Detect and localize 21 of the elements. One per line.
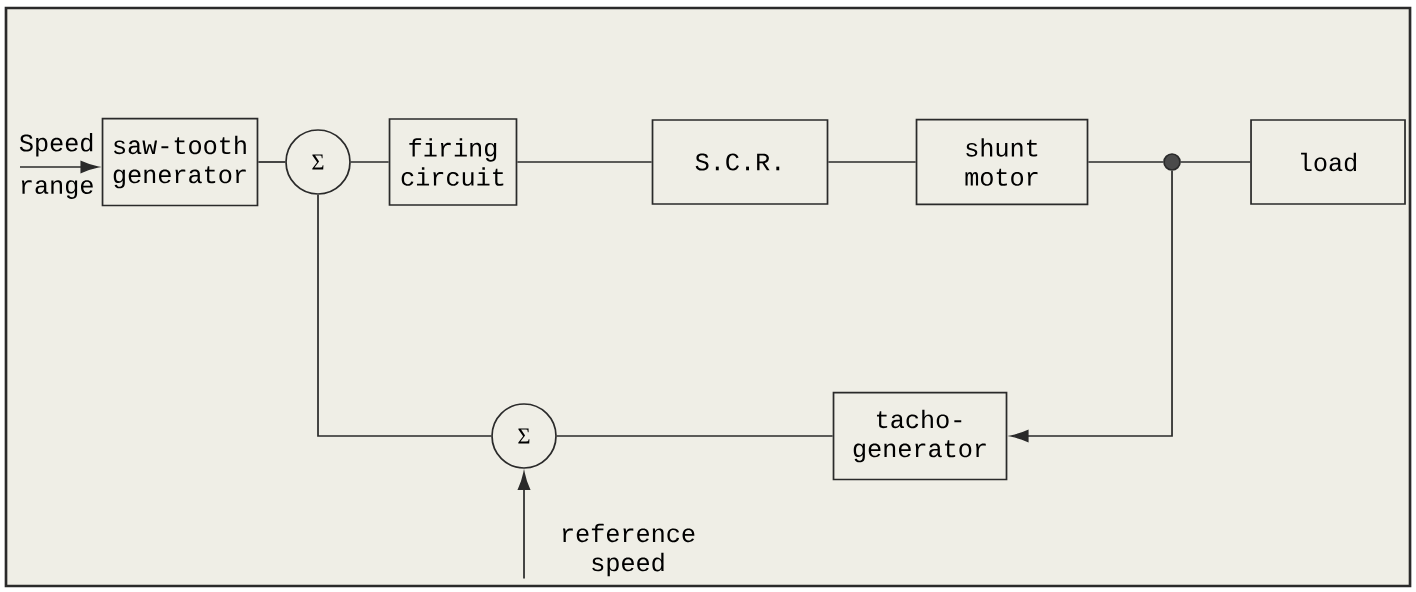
connector-line	[350, 161, 390, 163]
summing-junction: Σ	[285, 129, 351, 195]
block-box: load	[1250, 119, 1406, 205]
summing-junction: Σ	[491, 403, 557, 469]
connector-line	[317, 194, 492, 437]
connector-line	[257, 161, 286, 163]
connector-line	[516, 161, 653, 163]
block-box: saw-tooth generator	[101, 117, 259, 207]
block-box: firing circuit	[388, 118, 518, 206]
block-box: tacho- generator	[832, 391, 1008, 481]
connector-line	[556, 435, 834, 437]
arrow	[19, 160, 99, 174]
connector-line	[827, 161, 917, 163]
input-label: reference speed	[562, 523, 695, 577]
block-box: shunt motor	[915, 118, 1089, 206]
connector-line	[1180, 161, 1252, 163]
arrow	[517, 472, 531, 580]
block-box: S.C.R.	[651, 119, 829, 205]
edge-label: Speed range	[19, 133, 93, 199]
connector-line	[1087, 161, 1164, 163]
arrow	[1010, 170, 1173, 443]
